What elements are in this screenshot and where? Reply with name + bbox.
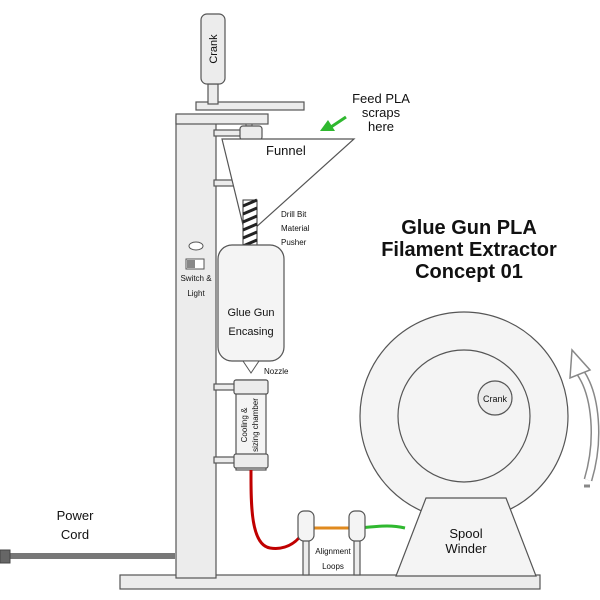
align-label-1: Alignment: [315, 547, 351, 556]
crank-wheel: [477, 380, 513, 416]
alignment-loop-left: [297, 510, 315, 576]
cooling-label-1: Cooling &: [240, 407, 249, 442]
feed-label-1: Feed PLA: [352, 91, 410, 106]
glue-label-1: Glue Gun: [227, 307, 274, 319]
spool-winder: [359, 311, 569, 577]
cooling-label-2: sizing chamber: [251, 398, 260, 452]
clamp-arm-upper: [213, 129, 243, 137]
crank-handle: [200, 13, 226, 85]
drill-label-3: Pusher: [281, 238, 307, 247]
chamber-cap-upper: [233, 379, 269, 395]
drill-label-1: Drill Bit: [281, 210, 307, 219]
power-label-2: Cord: [61, 527, 89, 542]
vertical-stand: [175, 115, 217, 579]
crank-top-label: Crank: [208, 34, 220, 64]
top-bracket: [175, 113, 269, 125]
glue-gun-encasing: [217, 244, 285, 362]
feed-label-2: scraps: [362, 105, 401, 120]
spool-label-2: Winder: [445, 541, 487, 556]
title-line-3: Concept 01: [415, 261, 523, 283]
spool-stand: [395, 497, 537, 577]
indicator-light: [188, 241, 204, 251]
glue-label-2: Encasing: [228, 326, 273, 338]
crank-wheel-label: Crank: [483, 394, 508, 404]
power-label-1: Power: [57, 508, 95, 523]
nozzle: [242, 360, 260, 374]
arrow-down-left-icon: [320, 115, 347, 131]
chamber-cap-lower: [233, 453, 269, 469]
drill-label-2: Material: [281, 224, 310, 233]
funnel-label: Funnel: [266, 143, 306, 158]
alignment-loop-right: [348, 510, 366, 576]
spool-inner-hub: [397, 349, 531, 483]
nozzle-label: Nozzle: [264, 367, 289, 376]
rotation-arrow-icon: [569, 348, 600, 488]
title-line-1: Glue Gun PLA: [401, 217, 537, 239]
power-plug: [0, 549, 11, 564]
drill-bit-pusher: [242, 198, 258, 249]
switch-label-1: Switch &: [180, 274, 212, 283]
filament-hot: [249, 469, 307, 550]
switch-label-2: Light: [187, 289, 205, 298]
base-plate: [119, 574, 541, 590]
shaft-clamp-upper: [239, 125, 263, 141]
toggle-switch: [185, 258, 205, 270]
align-label-2: Loops: [322, 562, 344, 571]
chamber-arm-upper: [213, 383, 237, 391]
chamber-arm-lower: [213, 456, 237, 464]
crank-shaft: [207, 83, 219, 105]
feed-label-3: here: [368, 119, 394, 134]
crank-base-plate: [195, 101, 305, 111]
spool-label-1: Spool: [449, 526, 482, 541]
title-line-2: Filament Extractor: [381, 239, 557, 261]
